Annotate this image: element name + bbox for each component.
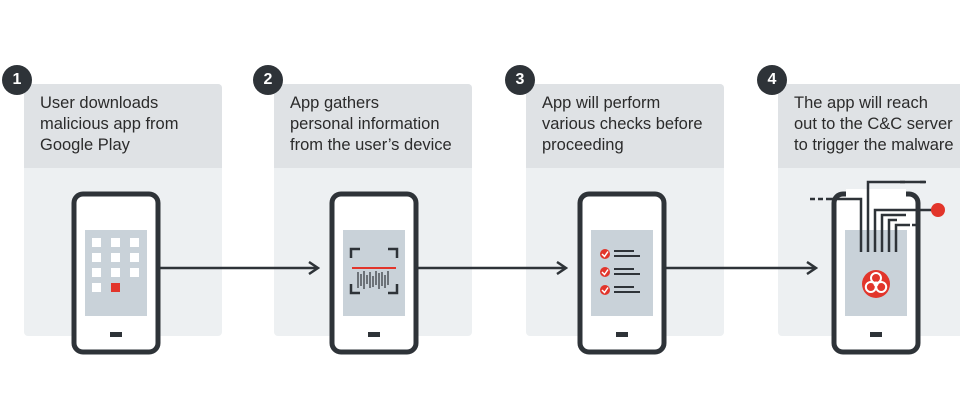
cnc-server-node-icon bbox=[931, 203, 945, 217]
step-header-3 bbox=[526, 84, 724, 168]
step-text-4: The app will reach out to the C&C server… bbox=[794, 94, 954, 154]
step-text-3: App will perform various checks before p… bbox=[542, 94, 703, 154]
app-grid-icon bbox=[92, 238, 139, 292]
checklist-icon bbox=[600, 249, 640, 295]
cnc-connection-icon bbox=[826, 180, 933, 252]
step-number-2: 2 bbox=[253, 65, 283, 95]
step-header-1 bbox=[24, 84, 222, 168]
step-header-4 bbox=[778, 84, 960, 168]
biohazard-icon bbox=[862, 270, 890, 298]
phone-1-icon bbox=[71, 191, 161, 355]
step-number-4: 4 bbox=[757, 65, 787, 95]
signal-dashes bbox=[810, 180, 925, 227]
step-header-2 bbox=[274, 84, 472, 168]
step-text-1: User downloads malicious app from Google… bbox=[40, 94, 179, 154]
step-card-1: User downloads malicious app from Google… bbox=[24, 84, 222, 336]
step-number-1: 1 bbox=[2, 65, 32, 95]
step-text-2: App gathers personal information from th… bbox=[290, 94, 452, 154]
phone-2-icon bbox=[329, 191, 419, 355]
step-number-3: 3 bbox=[505, 65, 535, 95]
phone-3-icon bbox=[577, 191, 667, 355]
qr-scan-icon bbox=[349, 247, 399, 295]
